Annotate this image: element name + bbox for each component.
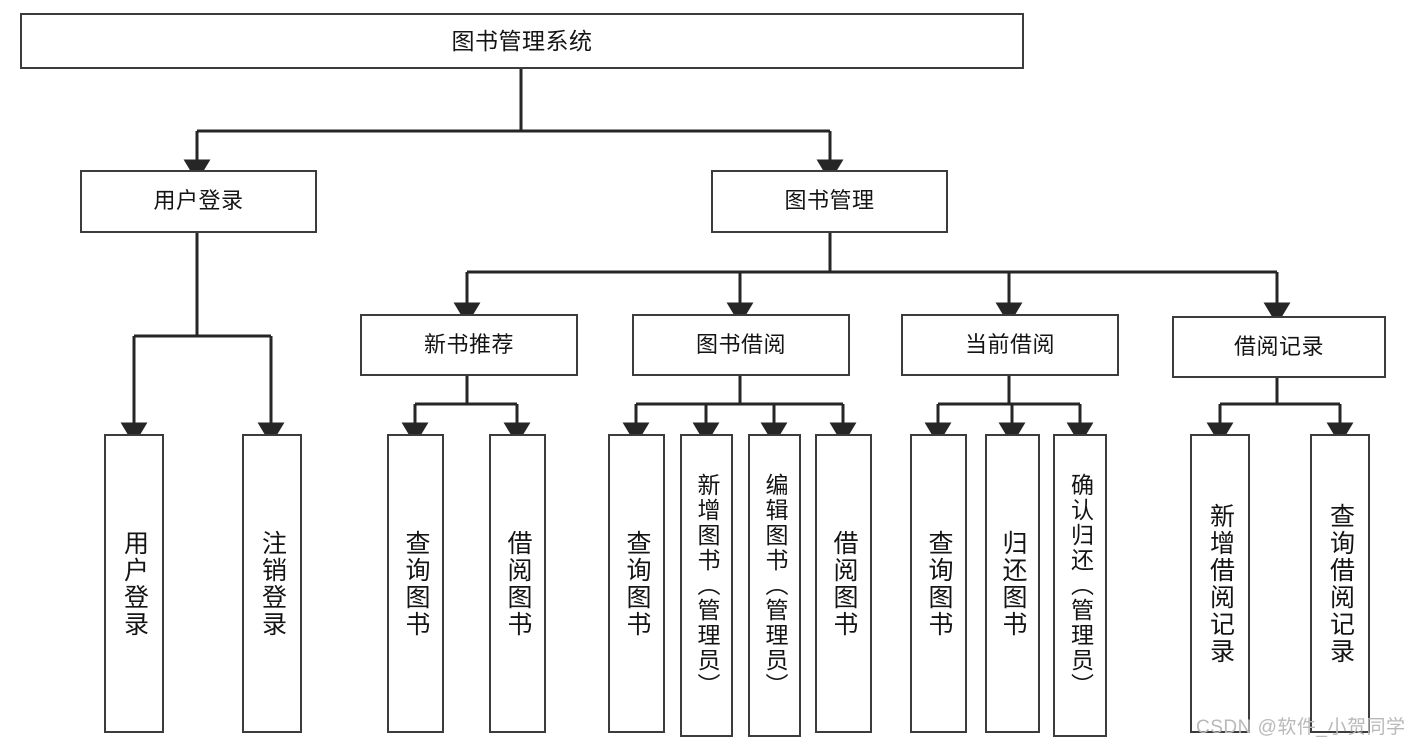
node-label: 借阅图书 (830, 529, 858, 638)
node-book-borrow[interactable]: 图书借阅 (632, 314, 850, 376)
leaf-user-login[interactable]: 用户登录 (104, 434, 164, 733)
node-label: 新书推荐 (423, 331, 514, 357)
node-label: 编辑图书（管理员） (762, 473, 788, 698)
node-label: 图书管理 (784, 188, 875, 214)
node-new-book-recommend[interactable]: 新书推荐 (360, 314, 578, 376)
node-label: 当前借阅 (964, 331, 1055, 357)
leaf-query-book-recommend[interactable]: 查询图书 (387, 434, 444, 733)
node-label: 查询图书 (925, 529, 953, 638)
leaf-return-book[interactable]: 归还图书 (985, 434, 1040, 733)
node-label: 借阅图书 (504, 529, 532, 638)
node-root-system[interactable]: 图书管理系统 (20, 13, 1024, 69)
node-label: 图书借阅 (695, 331, 786, 357)
node-book-management[interactable]: 图书管理 (711, 170, 948, 233)
leaf-add-borrow-record[interactable]: 新增借阅记录 (1190, 434, 1250, 733)
node-label: 查询图书 (623, 529, 651, 638)
leaf-query-book-borrow[interactable]: 查询图书 (608, 434, 665, 733)
leaf-add-book-admin[interactable]: 新增图书（管理员） (680, 434, 733, 737)
node-label: 新增借阅记录 (1206, 502, 1235, 665)
node-label: 图书管理系统 (451, 27, 593, 54)
node-label: 借阅记录 (1233, 333, 1324, 359)
node-label: 注销登录 (258, 529, 287, 638)
node-borrow-records[interactable]: 借阅记录 (1172, 316, 1386, 378)
node-label: 用户登录 (120, 529, 149, 638)
leaf-query-borrow-record[interactable]: 查询借阅记录 (1310, 434, 1370, 733)
node-current-borrow[interactable]: 当前借阅 (901, 314, 1119, 376)
leaf-edit-book-admin[interactable]: 编辑图书（管理员） (748, 434, 801, 737)
node-label: 归还图书 (999, 529, 1027, 638)
leaf-confirm-return-admin[interactable]: 确认归还（管理员） (1053, 434, 1107, 737)
node-label: 确认归还（管理员） (1067, 473, 1094, 698)
node-user-login[interactable]: 用户登录 (80, 170, 317, 233)
node-label: 查询借阅记录 (1326, 502, 1355, 665)
leaf-query-book-current[interactable]: 查询图书 (910, 434, 967, 733)
leaf-borrow-book-borrow[interactable]: 借阅图书 (815, 434, 872, 733)
node-label: 查询图书 (402, 529, 430, 638)
node-label: 用户登录 (153, 188, 244, 214)
node-label: 新增图书（管理员） (694, 473, 720, 698)
csdn-watermark: CSDN @软件_小贺同学 (1196, 717, 1405, 738)
leaf-borrow-book-recommend[interactable]: 借阅图书 (489, 434, 546, 733)
leaf-logout[interactable]: 注销登录 (242, 434, 302, 733)
